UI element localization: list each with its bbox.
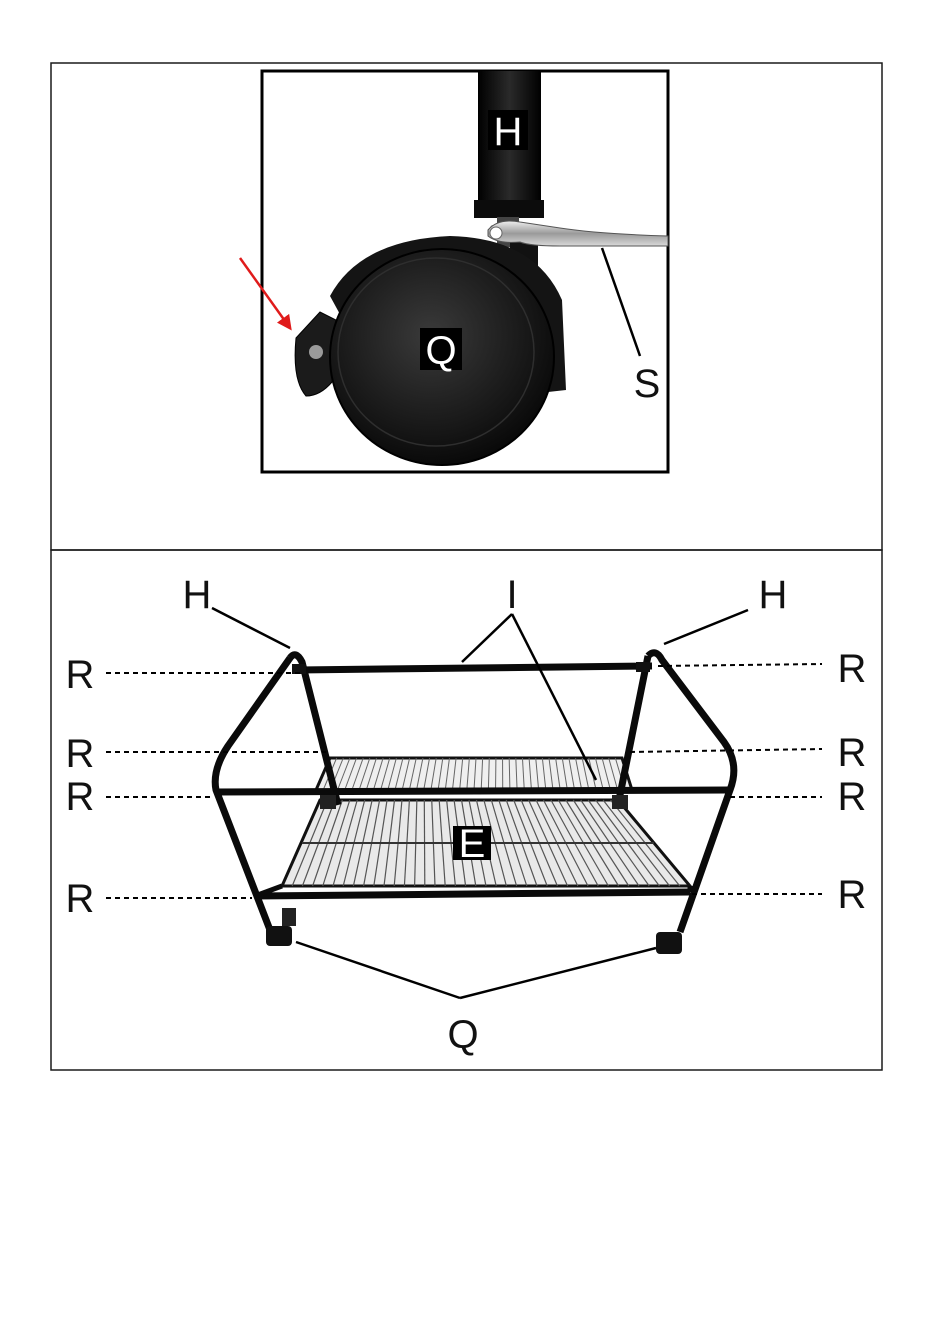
front-middle-rail — [216, 790, 730, 792]
label-r-left-2: R — [66, 732, 95, 776]
lower-front-rail — [255, 892, 690, 896]
leader-i-1 — [462, 614, 512, 662]
leader-i-2 — [512, 614, 596, 780]
label-r-right-3: R — [838, 775, 867, 819]
label-h-left: H — [183, 573, 212, 617]
label-h: H — [494, 110, 523, 154]
label-e: E — [459, 822, 486, 866]
caster-photo: H Q — [262, 71, 668, 472]
stand-photo: E — [215, 653, 734, 954]
caster-left — [266, 908, 296, 946]
back-top-rail — [298, 666, 652, 670]
label-r-right-4: R — [838, 873, 867, 917]
label-q: Q — [425, 329, 456, 373]
label-r-right-1: R — [838, 647, 867, 691]
label-q-bottom: Q — [447, 1013, 478, 1057]
leader-h-left — [212, 608, 290, 648]
label-r-left-4: R — [66, 877, 95, 921]
label-r-left-3: R — [66, 775, 95, 819]
label-h-right: H — [759, 573, 788, 617]
label-i: I — [506, 573, 517, 617]
leader-q-right — [460, 948, 656, 998]
label-s: S — [634, 362, 661, 406]
caster-right — [656, 932, 682, 954]
upper-grid-shelf — [316, 758, 632, 790]
leader-h-right — [664, 610, 748, 644]
label-r-right-2: R — [838, 731, 867, 775]
leader-q-left — [296, 942, 460, 998]
leader-r-right-1 — [658, 664, 822, 666]
label-r-left-1: R — [66, 653, 95, 697]
